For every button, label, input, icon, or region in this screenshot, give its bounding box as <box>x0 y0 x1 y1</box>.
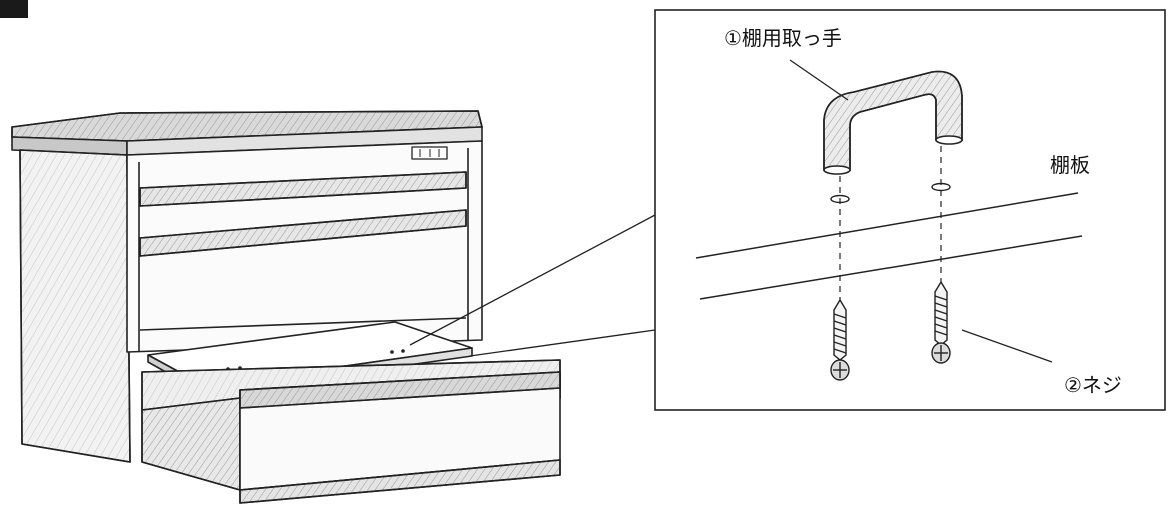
detail-callout-frame <box>654 9 1166 411</box>
shelf-board-top-line <box>695 192 1079 259</box>
shelf-board-bottom-line <box>699 235 1083 300</box>
screw-icon <box>931 280 951 364</box>
screw-label-leader <box>961 329 1053 363</box>
section-marker <box>0 0 28 18</box>
handle-label-leader <box>789 59 849 101</box>
callout-leaders <box>409 214 656 357</box>
shelf-board-label: 棚板 <box>1050 153 1090 177</box>
shelf-handle-label: ①棚用取っ手 <box>724 26 842 50</box>
kitchen-cabinet <box>11 110 561 504</box>
screw-hole <box>401 349 405 353</box>
detail-callout: ①棚用取っ手 棚板 ②ネジ <box>654 9 1166 411</box>
screw-label: ②ネジ <box>1064 373 1122 397</box>
screw-icon <box>830 298 850 381</box>
screw-hole <box>390 350 394 354</box>
